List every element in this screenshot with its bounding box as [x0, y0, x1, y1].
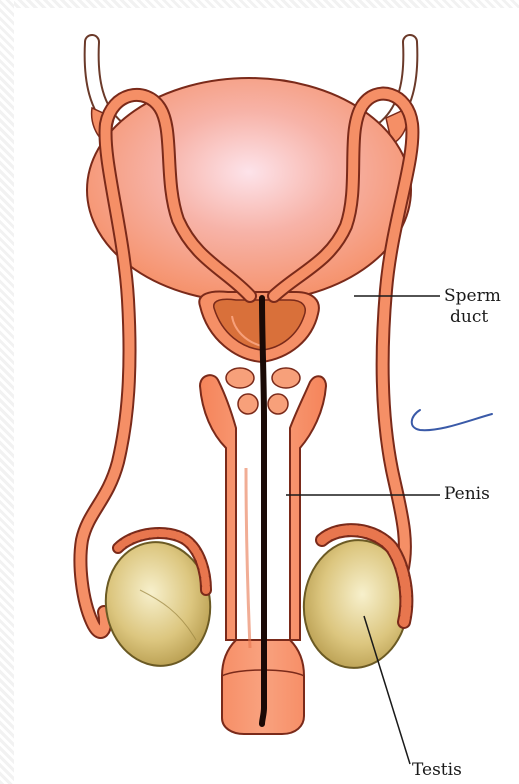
- testis-right: [298, 530, 415, 673]
- urethra: [262, 298, 264, 724]
- label-sperm-duct: Sperm duct: [444, 286, 501, 328]
- pen-mark: [412, 410, 492, 430]
- testis-left: [98, 533, 218, 673]
- label-penis: Penis: [444, 484, 490, 505]
- label-testis: Testis: [412, 760, 462, 781]
- label-sperm-duct-line1: Sperm: [444, 286, 501, 307]
- label-sperm-duct-line2: duct: [444, 307, 501, 328]
